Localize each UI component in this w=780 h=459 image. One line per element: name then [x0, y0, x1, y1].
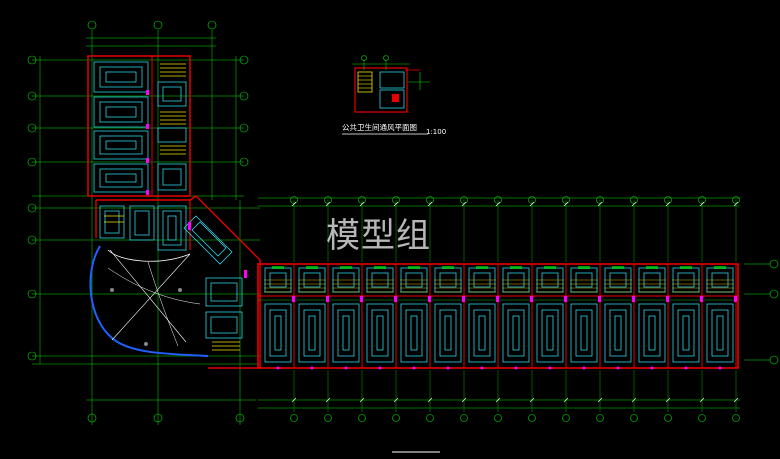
- column-marker: [480, 366, 484, 370]
- column-marker: [548, 366, 552, 370]
- grid-axis-bubble: [392, 196, 400, 204]
- room-bay: [434, 264, 465, 368]
- grid-axis-bubble: [596, 414, 604, 422]
- grid-axis-bubble: [630, 414, 638, 422]
- column-marker: [582, 366, 586, 370]
- toilet-detail-plan: [352, 55, 430, 113]
- grid-axis-bubble: [494, 414, 502, 422]
- grid-axis-bubble: [324, 414, 332, 422]
- column-marker: [378, 366, 382, 370]
- room-bay: [400, 264, 431, 368]
- column-marker: [310, 366, 314, 370]
- grid-axis-bubble: [358, 196, 366, 204]
- room-bay: [604, 264, 635, 368]
- room-bay: [672, 264, 703, 368]
- junction-hall: [27, 195, 261, 425]
- detail-title: 公共卫生间通风平面图: [342, 123, 417, 132]
- room-bay: [264, 264, 295, 368]
- room-bay: [570, 264, 601, 368]
- north-wing: [27, 20, 249, 200]
- grid-axis-bubble: [664, 414, 672, 422]
- column-marker: [684, 366, 688, 370]
- column-marker: [276, 366, 280, 370]
- column-marker: [514, 366, 518, 370]
- grid-axis-bubble: [426, 414, 434, 422]
- grid-axis-bubble: [290, 414, 298, 422]
- grid-axis-bubble: [698, 414, 706, 422]
- room-bay: [502, 264, 533, 368]
- column-marker: [344, 366, 348, 370]
- grid-axis-bubble: [528, 196, 536, 204]
- room-bay: [298, 264, 329, 368]
- grid-axis-bubble: [494, 196, 502, 204]
- east-wing-bays: [264, 264, 737, 368]
- column-marker: [616, 366, 620, 370]
- east-wing-axes: [276, 196, 740, 422]
- grid-axis-bubble: [528, 414, 536, 422]
- column-marker: [718, 366, 722, 370]
- room-bay: [366, 264, 397, 368]
- grid-axis-bubble: [392, 414, 400, 422]
- grid-axis-bubble: [290, 196, 298, 204]
- grid-axis-bubble: [460, 196, 468, 204]
- grid-axis-bubble: [562, 414, 570, 422]
- grid-axis-bubble: [664, 196, 672, 204]
- room-bay: [468, 264, 499, 368]
- grid-axis-bubble: [596, 196, 604, 204]
- grid-axis-bubble: [698, 196, 706, 204]
- room-bay: [332, 264, 363, 368]
- grid-axis-bubble: [732, 196, 740, 204]
- column-marker: [412, 366, 416, 370]
- room-bay: [536, 264, 567, 368]
- grid-axis-bubble: [426, 196, 434, 204]
- grid-axis-bubble: [460, 414, 468, 422]
- grid-axis-bubble: [562, 196, 570, 204]
- watermark: 模型组: [326, 216, 431, 256]
- grid-axis-bubble: [358, 414, 366, 422]
- detail-scale: 1:100: [426, 128, 447, 136]
- column-marker: [650, 366, 654, 370]
- room-bay: [706, 264, 737, 368]
- room-bay: [638, 264, 669, 368]
- grid-axis-bubble: [732, 414, 740, 422]
- column-marker: [446, 366, 450, 370]
- grid-axis-bubble: [630, 196, 638, 204]
- grid-axis-bubble: [324, 196, 332, 204]
